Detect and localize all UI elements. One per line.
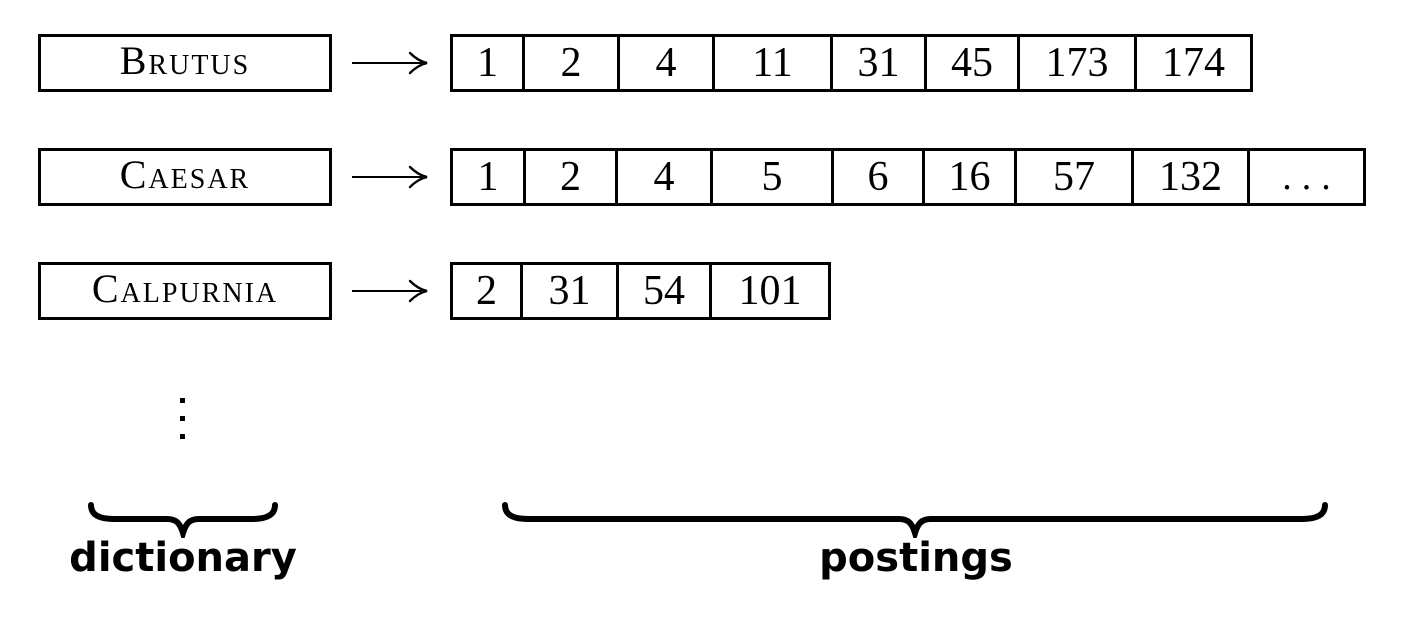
posting-cell: 1 xyxy=(450,34,525,92)
vertical-ellipsis-icon xyxy=(180,398,185,439)
dictionary-term-box: Calpurnia xyxy=(38,262,332,320)
dictionary-label: dictionary xyxy=(69,535,297,581)
dictionary-underbrace-icon xyxy=(88,502,278,538)
posting-cell: 4 xyxy=(617,34,715,92)
posting-cell: 31 xyxy=(830,34,927,92)
ellipsis-dot xyxy=(180,416,185,421)
posting-cell: 2 xyxy=(523,148,618,206)
ellipsis-dot xyxy=(180,398,185,403)
postings-label: postings xyxy=(819,535,1013,581)
posting-cell: 2 xyxy=(450,262,523,320)
posting-cell: 45 xyxy=(924,34,1020,92)
posting-cell: 132 xyxy=(1131,148,1250,206)
posting-cell: 54 xyxy=(616,262,712,320)
posting-cell: 173 xyxy=(1017,34,1137,92)
maps-to-arrow-icon xyxy=(352,165,428,189)
dictionary-term-box: Brutus xyxy=(38,34,332,92)
posting-cell: 101 xyxy=(709,262,831,320)
dictionary-term: Calpurnia xyxy=(91,266,279,311)
ellipsis-dot xyxy=(180,434,185,439)
posting-cell: 16 xyxy=(922,148,1017,206)
posting-cell: 5 xyxy=(710,148,834,206)
maps-to-arrow-icon xyxy=(352,279,428,303)
dictionary-term-box: Caesar xyxy=(38,148,332,206)
posting-cell: 4 xyxy=(615,148,713,206)
posting-cell: 174 xyxy=(1134,34,1253,92)
posting-cell: 2 xyxy=(522,34,620,92)
posting-ellipsis-cell: ... xyxy=(1247,148,1366,206)
posting-cell: 1 xyxy=(450,148,526,206)
dictionary-term: Caesar xyxy=(119,152,251,197)
posting-cell: 57 xyxy=(1014,148,1134,206)
posting-cell: 6 xyxy=(831,148,925,206)
posting-cell: 11 xyxy=(712,34,833,92)
posting-cell: 31 xyxy=(520,262,619,320)
dictionary-term: Brutus xyxy=(119,38,251,83)
maps-to-arrow-icon xyxy=(352,51,428,75)
postings-underbrace-icon xyxy=(502,502,1328,538)
